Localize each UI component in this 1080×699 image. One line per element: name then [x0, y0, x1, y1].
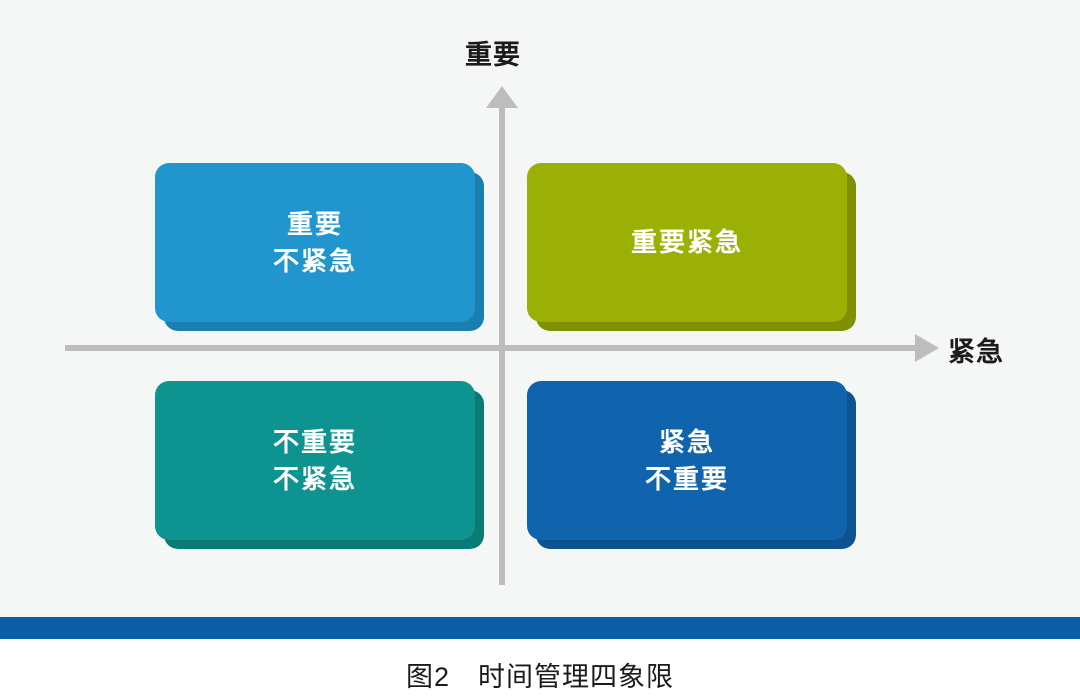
arrow-right-icon [915, 334, 939, 362]
figure-caption: 图2 时间管理四象限 [405, 662, 675, 692]
quadrant-label-line: 不紧急 [272, 463, 357, 494]
quadrant-label-line: 不重要 [272, 426, 357, 457]
quadrant-urgent-not-important[interactable]: 紧急 不重要 [527, 381, 847, 540]
quadrant-label-line: 不紧急 [272, 245, 357, 276]
quadrant-label-line: 紧急 [658, 426, 715, 457]
horizontal-axis-line [65, 345, 917, 351]
arrow-up-icon [486, 86, 518, 108]
quadrant-important-urgent[interactable]: 重要紧急 [527, 163, 847, 322]
quadrant-label-line: 重要 [286, 208, 343, 239]
bottom-blue-rule [0, 617, 1080, 639]
quadrant-label-line: 重要紧急 [630, 227, 743, 258]
vertical-axis-line [499, 104, 505, 585]
y-axis-label: 重要 [465, 40, 521, 70]
quadrant-label-line: 不重要 [644, 463, 729, 494]
x-axis-label: 紧急 [948, 337, 1004, 367]
quadrant-important-not-urgent[interactable]: 重要 不紧急 [155, 163, 475, 322]
quadrant-not-important-not-urgent[interactable]: 不重要 不紧急 [155, 381, 475, 540]
